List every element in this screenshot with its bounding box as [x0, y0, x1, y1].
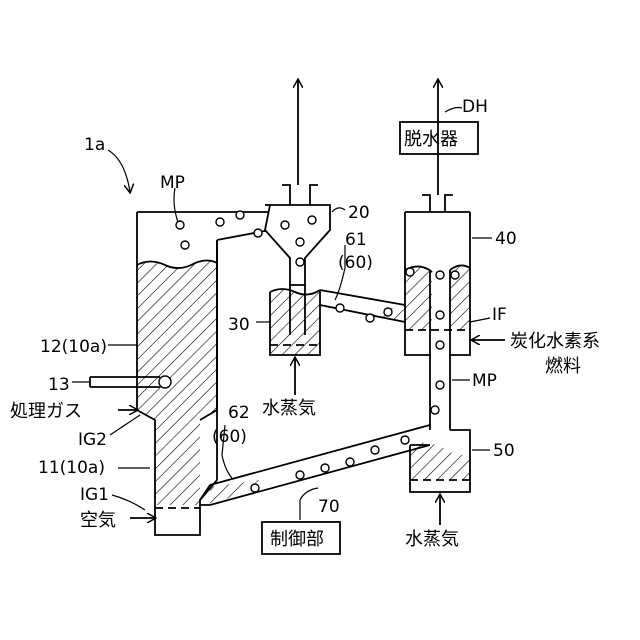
label-upper-body: 12(10a): [40, 337, 107, 357]
label-ig1: IG1: [80, 485, 109, 505]
seal-pot-right: [410, 430, 470, 525]
label-device: 1a: [84, 135, 105, 155]
label-interface: IF: [492, 305, 507, 325]
label-lower-body: 11(10a): [38, 458, 105, 478]
nozzle: [90, 376, 171, 388]
cyclone: [265, 80, 330, 285]
label-dehydrator-ref: DH: [462, 97, 488, 117]
label-dehydrator: 脱水器: [404, 129, 458, 150]
seal-pot-left: [270, 285, 320, 395]
label-fuel-line2: 燃料: [545, 356, 581, 377]
label-nozzle: 13: [48, 375, 70, 395]
label-column-right: 40: [495, 229, 517, 249]
label-mp-top: MP: [160, 173, 185, 193]
label-steam-left: 水蒸気: [262, 398, 316, 419]
label-pipe-upper-num: 61: [345, 230, 367, 250]
label-seal-right: 50: [493, 441, 515, 461]
label-controller: 制御部: [270, 529, 324, 550]
label-pipe-lower-num: 62: [228, 403, 250, 423]
label-pipe-upper-group: (60): [338, 253, 373, 273]
label-air: 空気: [80, 510, 116, 531]
label-mp-right: MP: [472, 371, 497, 391]
pipe-upper: [320, 290, 405, 322]
label-fuel-line1: 炭化水素系: [510, 331, 600, 352]
label-ig2: IG2: [78, 430, 107, 450]
label-process-gas: 処理ガス: [10, 401, 82, 422]
label-steam-right: 水蒸気: [405, 529, 459, 550]
label-seal-left: 30: [228, 315, 250, 335]
label-pipe-lower-group: (60): [212, 427, 247, 447]
label-cyclone: 20: [348, 203, 370, 223]
label-controller-ref: 70: [318, 497, 340, 517]
